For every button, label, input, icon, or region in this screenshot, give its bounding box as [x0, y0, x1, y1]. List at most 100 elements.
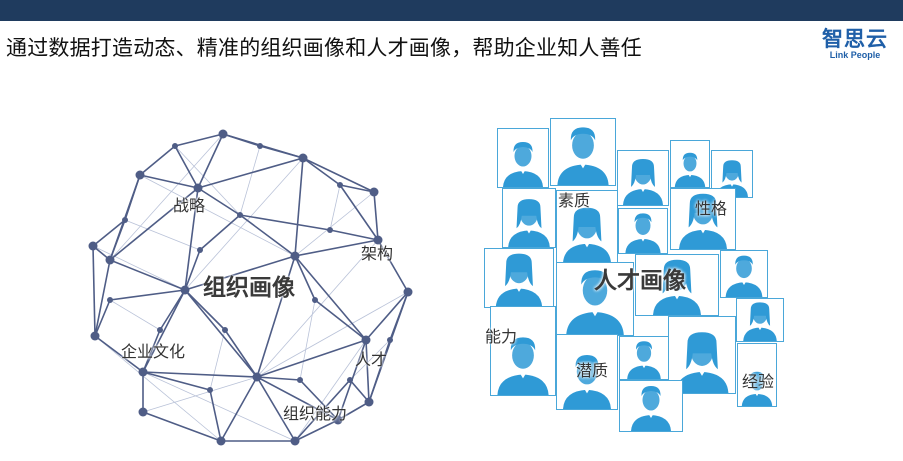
avatar-tile: [619, 380, 683, 432]
org-label-structure: 架构: [361, 244, 394, 263]
sphere-edge: [209, 389, 222, 442]
sphere-node: [90, 331, 100, 341]
sphere-faint-edge: [92, 245, 186, 291]
logo-main-text: 智思云: [822, 27, 888, 51]
avatar-tile: [668, 316, 736, 394]
sphere-node: [107, 297, 113, 303]
sphere-node: [172, 143, 178, 149]
sphere-faint-edge: [294, 191, 375, 257]
sphere-edge: [365, 291, 409, 341]
avatar-tile: [670, 188, 736, 250]
sphere-edge: [174, 133, 224, 147]
person-icon: [679, 193, 727, 249]
person-icon: [625, 213, 661, 253]
sphere-faint-edge: [256, 239, 379, 378]
sphere-edge: [256, 376, 296, 442]
sphere-node: [252, 372, 262, 382]
sphere-edge: [109, 289, 186, 301]
sphere-edge: [377, 239, 409, 293]
avatar-tile: [556, 262, 634, 336]
sphere-edge: [197, 133, 224, 189]
sphere-node: [290, 436, 300, 446]
sphere-faint-edge: [256, 291, 409, 378]
avatar-tile: [490, 306, 556, 396]
top-bar: [0, 0, 903, 21]
sphere-edge: [373, 191, 379, 241]
sphere-node: [135, 170, 145, 180]
person-icon: [563, 207, 611, 263]
sphere-edge: [184, 289, 258, 378]
sphere-edge: [184, 187, 199, 291]
sphere-edge: [92, 219, 126, 247]
sphere-node: [218, 129, 228, 139]
talent-label-experience: 经验: [742, 372, 775, 391]
sphere-edge: [239, 214, 331, 231]
sphere-faint-edge: [142, 376, 258, 413]
sphere-edge: [142, 329, 161, 373]
sphere-node: [180, 285, 190, 295]
sphere-edge: [184, 289, 226, 331]
person-icon: [653, 259, 701, 315]
sphere-edge: [256, 255, 296, 378]
sphere-edge: [339, 184, 379, 241]
sphere-edge: [294, 255, 367, 341]
person-icon: [743, 302, 777, 341]
sphere-node: [88, 241, 98, 251]
avatar-tile: [736, 298, 784, 342]
sphere-edge: [256, 376, 301, 381]
avatar-tile: [497, 128, 549, 188]
sphere-edge: [197, 157, 304, 189]
sphere-edge: [174, 145, 199, 189]
sphere-faint-edge: [329, 184, 341, 231]
sphere-node: [337, 182, 343, 188]
sphere-edge: [256, 376, 339, 421]
sphere-node: [138, 367, 148, 377]
avatar-tile: [617, 150, 669, 206]
sphere-faint-edge: [174, 145, 241, 216]
sphere-node: [327, 227, 333, 233]
sphere-edge: [294, 419, 339, 442]
person-icon: [503, 142, 543, 187]
sphere-faint-edge: [109, 133, 224, 261]
sphere-edge: [159, 289, 186, 331]
sphere-edge: [139, 145, 176, 176]
sphere-edge: [94, 259, 111, 337]
sphere-edge: [220, 376, 258, 442]
sphere-edge: [184, 255, 296, 291]
sphere-node: [312, 297, 318, 303]
talent-label-quality: 素质: [558, 191, 591, 210]
sphere-edge: [222, 133, 261, 147]
logo-sub-text: Link People: [829, 50, 881, 60]
sphere-edge: [294, 239, 379, 257]
sphere-edge: [139, 174, 199, 189]
talent-label-personality: 性格: [695, 199, 728, 218]
sphere-faint-edge: [209, 329, 226, 391]
sphere-edge: [94, 299, 111, 337]
sphere-faint-edge: [349, 339, 391, 381]
avatar-tile: [556, 190, 618, 264]
avatar-tile: [737, 343, 777, 407]
sphere-node: [364, 397, 374, 407]
person-icon: [627, 341, 661, 379]
sphere-faint-edge: [299, 299, 316, 381]
company-logo: 智思云 Link People: [817, 28, 893, 61]
sphere-edge: [294, 379, 351, 442]
sphere-edge: [339, 184, 375, 193]
talent-portrait-center-label: 人才画像: [594, 268, 686, 294]
sphere-node: [157, 327, 163, 333]
avatar-tile: [618, 208, 668, 254]
sphere-node: [369, 187, 379, 197]
org-label-culture: 企业文化: [121, 342, 186, 361]
sphere-edge: [294, 255, 316, 301]
sphere-node: [216, 436, 226, 446]
sphere-edge: [94, 335, 144, 373]
sphere-node: [105, 255, 115, 265]
sphere-node: [193, 183, 203, 193]
sphere-edge: [197, 187, 241, 216]
sphere-edge: [349, 379, 370, 403]
sphere-edge: [302, 157, 375, 193]
avatar-tile: [556, 334, 618, 410]
avatar-tile: [720, 250, 768, 298]
sphere-node: [122, 217, 128, 223]
